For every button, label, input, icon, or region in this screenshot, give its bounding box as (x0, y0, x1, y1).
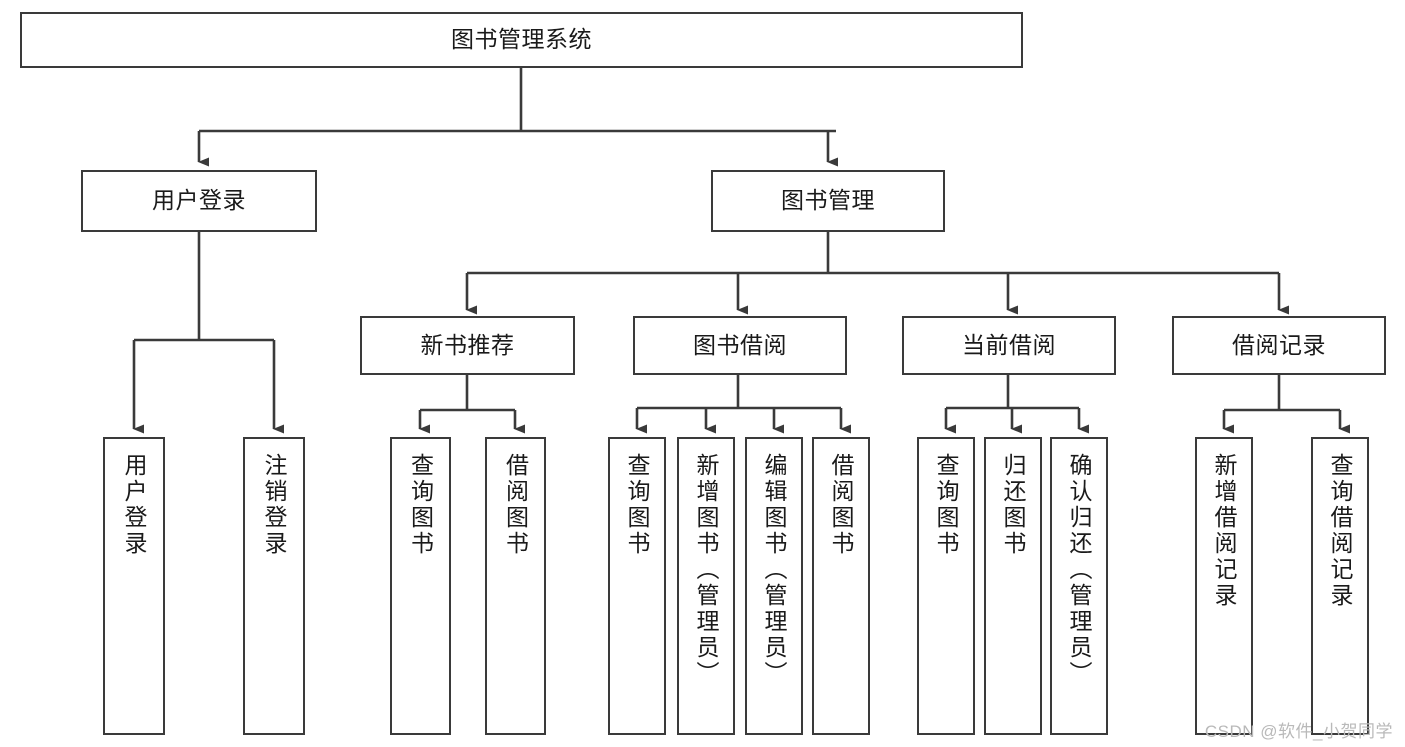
node-leaf-borrow-record-1[interactable]: 新增借阅记录 (1195, 437, 1253, 735)
node-leaf-book-borrow-2[interactable]: 新增图书（管理员） (677, 437, 735, 735)
node-leaf-user-login-1-label: 用户登录 (121, 453, 148, 557)
node-leaf-borrow-record-1-label: 新增借阅记录 (1211, 453, 1238, 609)
node-new-book-recommend[interactable]: 新书推荐 (360, 316, 575, 375)
node-leaf-book-borrow-3[interactable]: 编辑图书（管理员） (745, 437, 803, 735)
node-borrow-record[interactable]: 借阅记录 (1172, 316, 1386, 375)
node-leaf-book-borrow-4-label: 借阅图书 (828, 453, 855, 557)
node-leaf-book-borrow-2-label: 新增图书（管理员） (693, 453, 720, 687)
node-leaf-current-borrow-1[interactable]: 查询图书 (917, 437, 975, 735)
node-leaf-new-book-2-label: 借阅图书 (502, 453, 529, 557)
node-leaf-new-book-1-label: 查询图书 (407, 453, 434, 557)
node-book-management[interactable]: 图书管理 (711, 170, 945, 232)
node-leaf-user-login-1[interactable]: 用户登录 (103, 437, 165, 735)
node-leaf-book-borrow-3-label: 编辑图书（管理员） (761, 453, 788, 687)
node-leaf-current-borrow-2-label: 归还图书 (1000, 453, 1027, 557)
node-leaf-new-book-2[interactable]: 借阅图书 (485, 437, 546, 735)
node-leaf-current-borrow-3-label: 确认归还（管理员） (1066, 453, 1093, 687)
node-leaf-book-borrow-1[interactable]: 查询图书 (608, 437, 666, 735)
node-root-system-label: 图书管理系统 (451, 26, 592, 53)
node-book-management-label: 图书管理 (781, 187, 875, 214)
node-leaf-new-book-1[interactable]: 查询图书 (390, 437, 451, 735)
node-user-login-label: 用户登录 (152, 187, 246, 214)
node-leaf-book-borrow-1-label: 查询图书 (624, 453, 651, 557)
node-current-borrow-label: 当前借阅 (962, 331, 1056, 358)
node-leaf-current-borrow-2[interactable]: 归还图书 (984, 437, 1042, 735)
node-leaf-user-login-2[interactable]: 注销登录 (243, 437, 305, 735)
node-leaf-current-borrow-3[interactable]: 确认归还（管理员） (1050, 437, 1108, 735)
node-leaf-current-borrow-1-label: 查询图书 (933, 453, 960, 557)
node-book-borrow[interactable]: 图书借阅 (633, 316, 847, 375)
node-leaf-borrow-record-2[interactable]: 查询借阅记录 (1311, 437, 1369, 735)
node-leaf-borrow-record-2-label: 查询借阅记录 (1327, 453, 1354, 609)
node-borrow-record-label: 借阅记录 (1232, 331, 1326, 358)
node-leaf-user-login-2-label: 注销登录 (261, 453, 288, 557)
node-book-borrow-label: 图书借阅 (693, 331, 787, 358)
node-user-login[interactable]: 用户登录 (81, 170, 317, 232)
node-leaf-book-borrow-4[interactable]: 借阅图书 (812, 437, 870, 735)
node-root-system[interactable]: 图书管理系统 (20, 12, 1023, 68)
csdn-watermark: CSDN @软件_小贺同学 (1204, 722, 1393, 741)
node-new-book-recommend-label: 新书推荐 (420, 331, 515, 358)
node-current-borrow[interactable]: 当前借阅 (902, 316, 1116, 375)
